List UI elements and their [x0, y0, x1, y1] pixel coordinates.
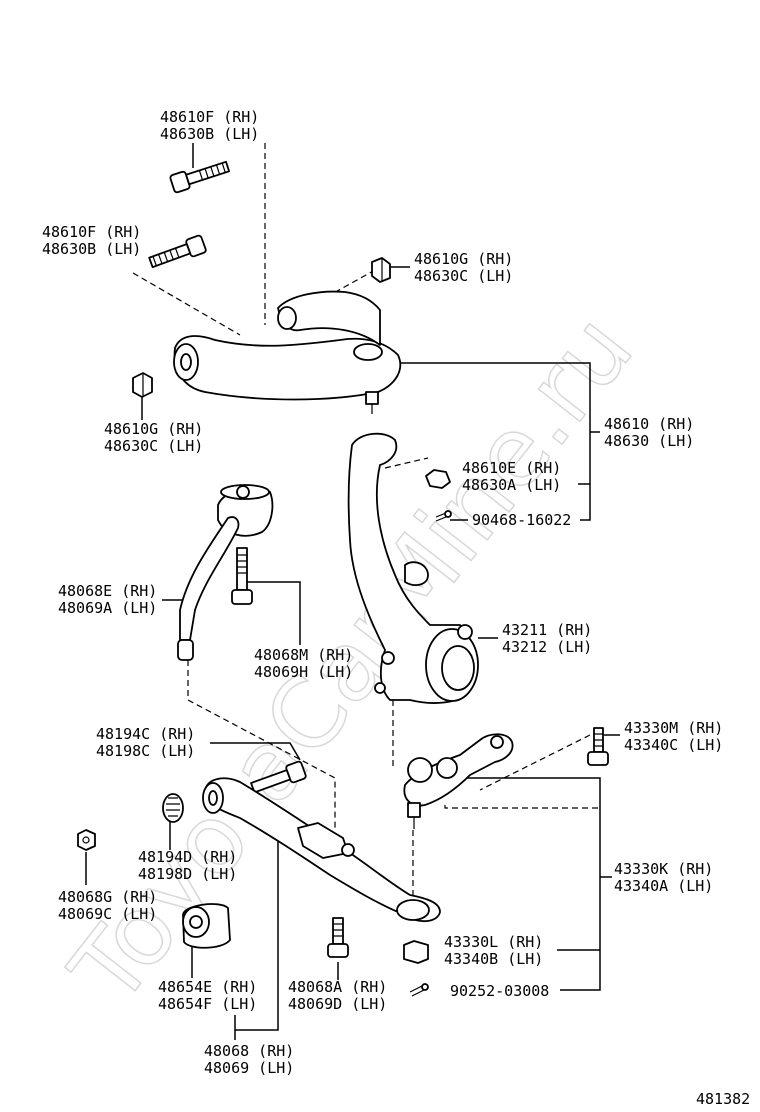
label-upper-arm-bolt-mid: 48610F (RH) 48630B (LH)	[42, 223, 141, 258]
svg-text:48610E (RH): 48610E (RH)	[462, 459, 561, 477]
svg-text:43211 (RH): 43211 (RH)	[502, 621, 592, 639]
lower-ball-joint	[403, 733, 514, 829]
svg-text:48610 (RH): 48610 (RH)	[604, 415, 694, 433]
label-upper-arm-nut-right: 48610G (RH) 48630C (LH)	[414, 250, 513, 285]
svg-text:48198C (LH): 48198C (LH)	[96, 742, 195, 760]
label-cotter-pin-lower: 90252-03008	[450, 982, 549, 1000]
label-lower-arm-bolt: 48068A (RH) 48069D (LH)	[288, 978, 387, 1013]
svg-text:48610F (RH): 48610F (RH)	[42, 223, 141, 241]
ball-joint-bolt	[587, 727, 609, 766]
svg-text:48069A (LH): 48069A (LH)	[58, 599, 157, 617]
svg-text:48630B (LH): 48630B (LH)	[42, 240, 141, 258]
svg-text:48069 (LH): 48069 (LH)	[204, 1059, 294, 1077]
upper-arm-bolt-mid	[148, 234, 207, 269]
label-ball-joint-bolt: 43330M (RH) 43340C (LH)	[624, 719, 723, 754]
steering-knuckle	[347, 432, 479, 704]
label-strut-rod: 48068E (RH) 48069A (LH)	[58, 582, 157, 617]
svg-text:48068A (RH): 48068A (RH)	[288, 978, 387, 996]
svg-text:48630C (LH): 48630C (LH)	[414, 267, 513, 285]
label-lower-ball-joint: 43330K (RH) 43340A (LH)	[614, 860, 713, 895]
svg-text:481382: 481382	[696, 1090, 750, 1108]
svg-text:48198D (LH): 48198D (LH)	[138, 865, 237, 883]
lower-arm-bolt	[327, 917, 349, 958]
cam-plate	[162, 793, 184, 823]
svg-text:90468-16022: 90468-16022	[472, 511, 571, 529]
svg-text:48630B (LH): 48630B (LH)	[160, 125, 259, 143]
label-steering-knuckle: 43211 (RH) 43212 (LH)	[502, 621, 592, 656]
svg-text:48068 (RH): 48068 (RH)	[204, 1042, 294, 1060]
lower-arm-bushing	[182, 903, 231, 949]
label-upper-arm-nut-left: 48610G (RH) 48630C (LH)	[104, 420, 203, 455]
upper-arm-nut-left	[132, 372, 153, 398]
label-cam-plate: 48194D (RH) 48198D (LH)	[138, 848, 237, 883]
label-lower-arm-nut: 48068G (RH) 48069C (LH)	[58, 888, 157, 923]
upper-arm-bolt-top	[169, 160, 230, 194]
svg-text:48069C (LH): 48069C (LH)	[58, 905, 157, 923]
upper-arm-nut-right	[371, 257, 391, 283]
svg-text:43330L (RH): 43330L (RH)	[444, 933, 543, 951]
cotter-pin-lower	[409, 983, 429, 997]
svg-text:43340C (LH): 43340C (LH)	[624, 736, 723, 754]
svg-text:43340B (LH): 43340B (LH)	[444, 950, 543, 968]
svg-text:48630A (LH): 48630A (LH)	[462, 476, 561, 494]
upper-control-arm	[173, 290, 402, 414]
svg-text:48610G (RH): 48610G (RH)	[104, 420, 203, 438]
cam-bolt	[250, 760, 307, 794]
svg-text:48069D (LH): 48069D (LH)	[288, 995, 387, 1013]
label-lower-arm-bushing: 48654E (RH) 48654F (LH)	[158, 978, 257, 1013]
svg-text:43330K (RH): 43330K (RH)	[614, 860, 713, 878]
svg-text:48194C (RH): 48194C (RH)	[96, 725, 195, 743]
svg-text:43212 (LH): 43212 (LH)	[502, 638, 592, 656]
svg-text:48654E (RH): 48654E (RH)	[158, 978, 257, 996]
svg-text:43340A (LH): 43340A (LH)	[614, 877, 713, 895]
label-strut-rod-bolt: 48068M (RH) 48069H (LH)	[254, 646, 353, 681]
figure-id: 481382	[696, 1090, 750, 1108]
svg-text:48610F (RH): 48610F (RH)	[160, 108, 259, 126]
svg-text:48654F (LH): 48654F (LH)	[158, 995, 257, 1013]
label-lower-control-arm: 48068 (RH) 48069 (LH)	[204, 1042, 294, 1077]
svg-text:48194D (RH): 48194D (RH)	[138, 848, 237, 866]
strut-rod	[177, 484, 274, 661]
label-upper-arm-bolt-top: 48610F (RH) 48630B (LH)	[160, 108, 259, 143]
ball-joint-nut	[403, 940, 429, 964]
svg-text:90252-03008: 90252-03008	[450, 982, 549, 1000]
svg-text:48610G (RH): 48610G (RH)	[414, 250, 513, 268]
svg-text:48630C (LH): 48630C (LH)	[104, 437, 203, 455]
svg-text:48069H (LH): 48069H (LH)	[254, 663, 353, 681]
upper-ball-joint-nut	[425, 469, 451, 489]
label-ball-joint-nut: 43330L (RH) 43340B (LH)	[444, 933, 543, 968]
label-upper-ball-joint-nut: 48610E (RH) 48630A (LH)	[462, 459, 561, 494]
svg-text:48068G (RH): 48068G (RH)	[58, 888, 157, 906]
svg-text:48068M (RH): 48068M (RH)	[254, 646, 353, 664]
leader-lines	[85, 143, 620, 1040]
label-upper-control-arm: 48610 (RH) 48630 (LH)	[604, 415, 694, 450]
cotter-pin-upper	[435, 510, 452, 522]
svg-text:43330M (RH): 43330M (RH)	[624, 719, 723, 737]
lower-arm-nut	[77, 829, 96, 851]
lower-control-arm	[202, 777, 441, 922]
label-cam-bolt: 48194C (RH) 48198C (LH)	[96, 725, 195, 760]
svg-text:48630 (LH): 48630 (LH)	[604, 432, 694, 450]
strut-rod-bolt	[231, 547, 253, 605]
label-cotter-pin-upper: 90468-16022	[472, 511, 571, 529]
svg-text:48068E (RH): 48068E (RH)	[58, 582, 157, 600]
